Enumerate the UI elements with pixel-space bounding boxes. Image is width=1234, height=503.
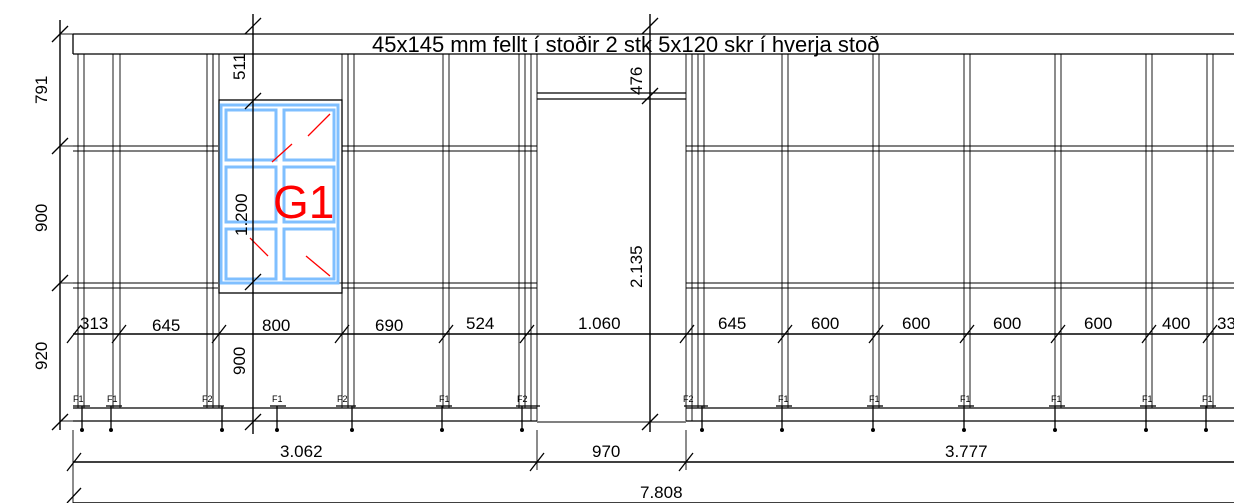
svg-text:F1: F1 xyxy=(778,394,789,404)
anchor: F1 xyxy=(958,394,974,432)
dim-511: 511 xyxy=(230,53,249,80)
bottom-plates xyxy=(73,407,1234,422)
anchor: F1 xyxy=(1049,394,1065,432)
svg-text:F1: F1 xyxy=(1142,394,1153,404)
spacing-690: 690 xyxy=(375,316,403,335)
svg-text:F2: F2 xyxy=(202,394,213,404)
spacing-600-b: 600 xyxy=(902,314,930,333)
anchor: F2 xyxy=(683,394,708,432)
anchor: F2 xyxy=(202,394,224,432)
spacing-645-b: 645 xyxy=(718,314,746,333)
spacing-600-c: 600 xyxy=(993,314,1021,333)
segment-3062: 3.062 xyxy=(280,442,323,461)
anchor: F1 xyxy=(106,394,122,432)
svg-text:F1: F1 xyxy=(439,394,450,404)
dim-2135: 2.135 xyxy=(627,245,646,288)
segment-dimensions: 3.062 970 3.777 xyxy=(66,430,1234,472)
spacing-645: 645 xyxy=(152,316,180,335)
door-header xyxy=(537,92,686,423)
spacing-600-d: 600 xyxy=(1084,314,1112,333)
wall-title: 45x145 mm fellt í stoðir 2 stk 5x120 skr… xyxy=(372,32,879,57)
dim-920: 920 xyxy=(32,342,51,370)
anchors: F1 F1 F2 F1 F2 F1 F2 F2 xyxy=(73,394,1216,432)
dim-900: 900 xyxy=(32,204,51,232)
dim-476: 476 xyxy=(627,67,646,95)
svg-text:F1: F1 xyxy=(1202,394,1213,404)
spacing-800: 800 xyxy=(262,316,290,335)
stud-spacing-dimensions: 313 645 800 690 524 1.060 645 600 600 60… xyxy=(66,314,1234,344)
nogging-rows xyxy=(73,145,1234,289)
segment-3777: 3.777 xyxy=(945,442,988,461)
top-plates xyxy=(72,33,1234,55)
window-vertical-dimensions: 511 900 xyxy=(230,14,262,434)
svg-text:F1: F1 xyxy=(107,394,118,404)
window-height-dim: 1.200 xyxy=(232,193,251,236)
anchor: F1 xyxy=(776,394,792,432)
spacing-600-a: 600 xyxy=(811,314,839,333)
spacing-400: 400 xyxy=(1162,314,1190,333)
svg-text:F1: F1 xyxy=(960,394,971,404)
segment-970: 970 xyxy=(592,442,620,461)
svg-text:F1: F1 xyxy=(73,394,84,404)
dim-791: 791 xyxy=(32,76,51,104)
anchor: F2 xyxy=(516,394,540,432)
anchor: F1 xyxy=(73,394,90,432)
anchor: F1 xyxy=(436,394,452,432)
anchor: F1 xyxy=(270,394,286,432)
dim-900-below-window: 900 xyxy=(230,347,249,375)
anchor: F1 xyxy=(867,394,883,432)
window-g1: G1 1.200 xyxy=(219,103,340,285)
svg-text:F2: F2 xyxy=(683,394,694,404)
svg-text:F2: F2 xyxy=(337,394,348,404)
spacing-33: 33 xyxy=(1217,314,1234,333)
anchor: F1 xyxy=(1200,394,1216,432)
svg-text:F1: F1 xyxy=(869,394,880,404)
door-vertical-dimensions: 476 2.135 xyxy=(627,14,686,432)
studs xyxy=(77,54,1214,421)
svg-text:F2: F2 xyxy=(517,394,528,404)
window-label: G1 xyxy=(273,176,334,228)
spacing-313: 313 xyxy=(80,314,108,333)
svg-text:F1: F1 xyxy=(1051,394,1062,404)
spacing-524: 524 xyxy=(466,314,494,333)
total-dimension: 7.808 xyxy=(66,470,1234,503)
anchor: F1 xyxy=(1140,394,1156,432)
svg-text:F1: F1 xyxy=(272,394,283,404)
spacing-1060: 1.060 xyxy=(578,314,621,333)
left-vertical-dimensions: 791 900 920 xyxy=(32,20,73,431)
anchor: F2 xyxy=(336,394,356,432)
total-7808: 7.808 xyxy=(640,483,683,502)
